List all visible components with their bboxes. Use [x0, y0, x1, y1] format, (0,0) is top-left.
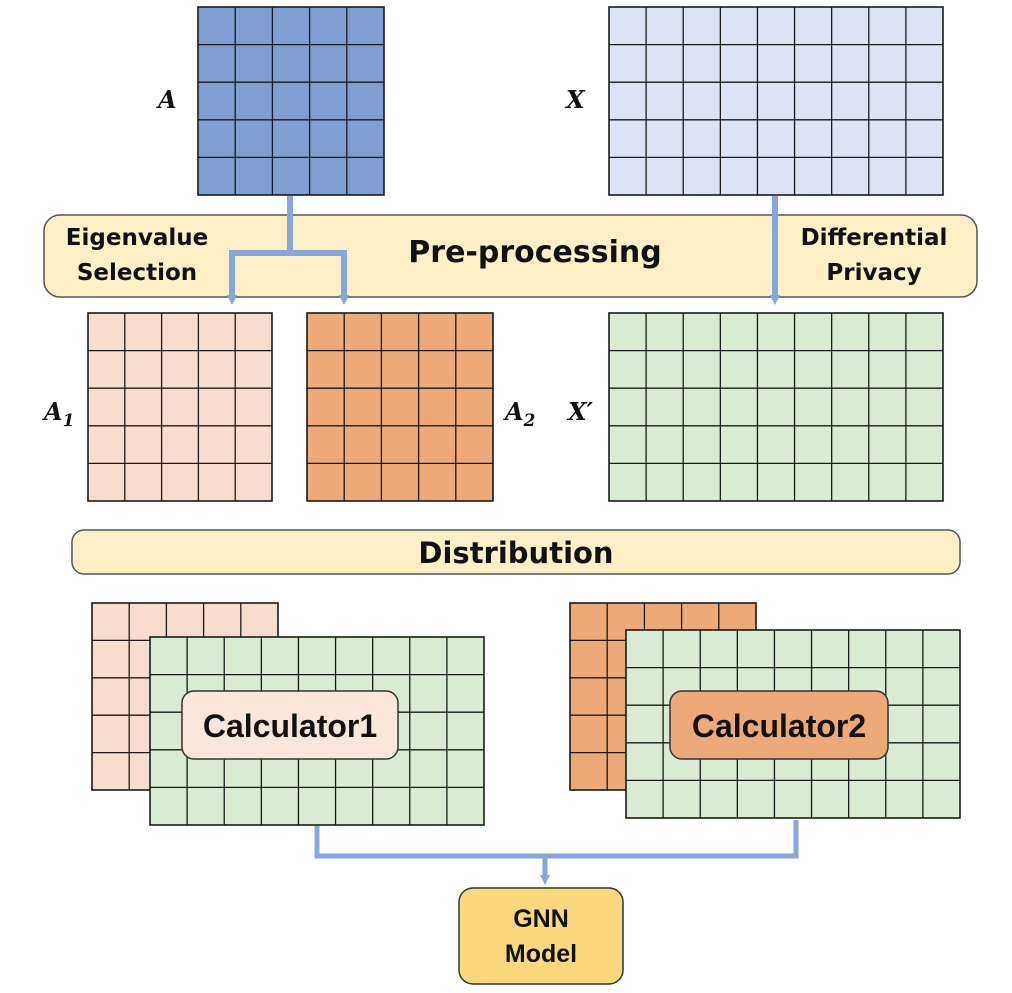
matrix-a2-fill: [306, 312, 494, 502]
differential-label-line1: Differential: [801, 225, 948, 251]
matrix-x: [608, 6, 944, 196]
matrix-a1: [87, 312, 273, 502]
gnn-model-box: [458, 887, 624, 985]
label-a: A: [156, 85, 177, 114]
label-x-prime: X′: [566, 397, 594, 426]
differential-label-line2: Privacy: [826, 260, 921, 286]
matrix-x-fill: [608, 6, 944, 196]
eigenvalue-label-line2: Selection: [77, 260, 197, 286]
distribution-bar: [71, 529, 961, 575]
label-a1: A1: [42, 397, 74, 431]
label-x: X: [564, 85, 586, 114]
matrix-x-prime-fill: [608, 312, 944, 502]
label-a2: A2: [503, 397, 536, 431]
calculator2-label: Calculator2: [692, 708, 866, 744]
preprocessing-bar: [43, 214, 978, 298]
preprocessing-title: Pre-processing: [408, 235, 661, 270]
gnn-label-line1: GNN: [513, 905, 569, 933]
gnn-label-line2: Model: [505, 940, 577, 968]
arrow-split-a: [227, 196, 349, 305]
eigenvalue-label-line1: Eigenvalue: [66, 225, 208, 251]
matrix-a-fill: [197, 6, 385, 196]
matrix-a1-fill: [87, 312, 273, 502]
calculator1-box: [181, 690, 399, 760]
matrix-a: [197, 6, 385, 196]
arrow-merge-to-gnn: [314, 820, 799, 885]
matrix-x-prime: [608, 312, 944, 502]
calculator1-label: Calculator1: [203, 708, 377, 744]
matrix-a2: [306, 312, 494, 502]
distribution-title: Distribution: [418, 536, 613, 570]
calculator2-box: [669, 690, 889, 760]
